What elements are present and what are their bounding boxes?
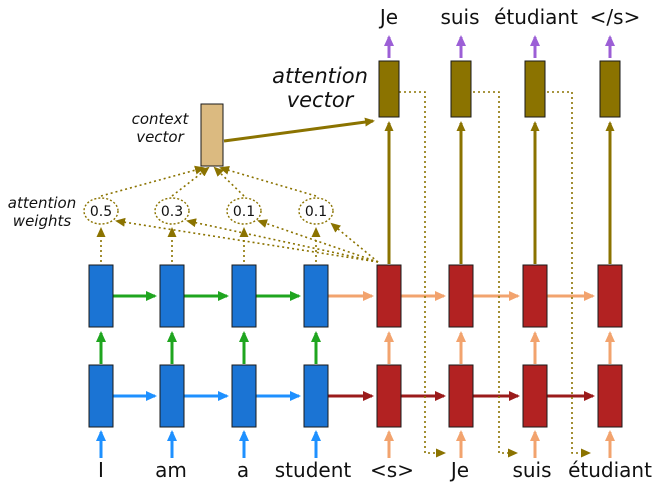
feedback-arrow [399,91,446,458]
decoder-cell [597,264,623,328]
feedback-arrow [547,91,591,458]
output-word: suis [440,5,479,29]
decoder-to-weight-arrow [115,217,379,263]
encoder-input-word: I [98,458,104,482]
encoder-green-arrows [96,291,321,364]
encoder-cell [303,364,329,428]
encoder-cell [88,264,114,328]
encoder-layer1-cells [88,364,329,428]
decoder-input-word: Je [449,458,469,482]
attention-weight-ellipse [298,197,334,225]
weight-to-context-arrow [171,166,210,197]
decoder-cell [376,364,402,428]
encoder-cell [159,364,185,428]
attention-dotted-lines [96,91,591,458]
decoder-layer1-cells [376,364,623,428]
output-word: </s> [590,5,641,29]
decoder-input-word: suis [512,458,551,482]
context-vector-label: context vector [132,110,190,146]
decoder-to-weight-arrow [257,219,379,263]
attention-weight-ellipse [83,197,119,225]
decoder-layer2-cells [376,264,623,328]
encoder-input-word: am [155,458,187,482]
decoder-cell [522,364,548,428]
attention-vector-cell [378,60,400,118]
attention-weight-values: 0.5 0.3 0.1 0.1 [90,204,327,220]
context-vector-cell [200,103,224,167]
encoder-input-word: student [275,458,352,482]
decoder-input-words: <s> Je suis étudiant [370,458,652,482]
output-word: étudiant [494,5,578,29]
attention-vector-cell [524,60,546,118]
encoder-cell [88,364,114,428]
encoder-blue-arrows [96,391,321,458]
encoder-cell [159,264,185,328]
attention-vector-label: attention vector [272,64,368,112]
encoder-input-word: a [237,458,249,482]
decoder-cell [522,264,548,328]
encoder-layer2-cells [88,264,329,328]
attention-weight-value: 0.1 [233,204,255,220]
attention-weights-label-line1: attention [8,194,76,212]
attention-weights-label: attention weights [8,194,76,230]
encoder-cell [303,264,329,328]
attention-weight-value: 0.5 [90,204,112,220]
attention-vector-label-line1: attention [272,64,368,88]
decoder-salmon-arrows [328,291,615,458]
weight-to-context-arrow [213,166,245,197]
attention-weight-ellipse [154,197,190,225]
decoder-cell [376,264,402,328]
context-vector-label-line2: vector [136,128,184,146]
decoder-input-word: étudiant [568,458,652,482]
weight-to-context-arrow [100,165,205,197]
feedback-arrow [473,91,518,458]
output-words: Je suis étudiant </s> [378,5,640,29]
decoder-cell [448,264,474,328]
context-vector-label-line1: context [132,110,190,128]
decoder-to-weight-arrow [186,218,379,263]
attention-vector-arrows [384,121,615,264]
decoder-input-word: <s> [370,458,414,482]
output-word: Je [378,5,398,29]
attention-weight-value: 0.1 [305,204,327,220]
decoder-to-weight-arrow [330,222,379,263]
attention-vector-label-line2: vector [287,88,355,112]
weight-to-context-arrow [219,165,317,197]
attention-weights-label-line2: weights [13,212,72,230]
encoder-cell [231,364,257,428]
context-to-attention-arrow [223,117,375,143]
attention-weight-ellipses [83,197,334,225]
decoder-cell [448,364,474,428]
attention-weight-value: 0.3 [161,204,183,220]
attention-weight-ellipse [226,197,262,225]
attention-vector-cell [450,60,472,118]
attention-vector-cells [378,60,621,118]
attention-vector-cell [599,60,621,118]
output-arrows [384,35,615,58]
encoder-input-words: I am a student [98,458,351,482]
encoder-cell [231,264,257,328]
decoder-cell [597,364,623,428]
